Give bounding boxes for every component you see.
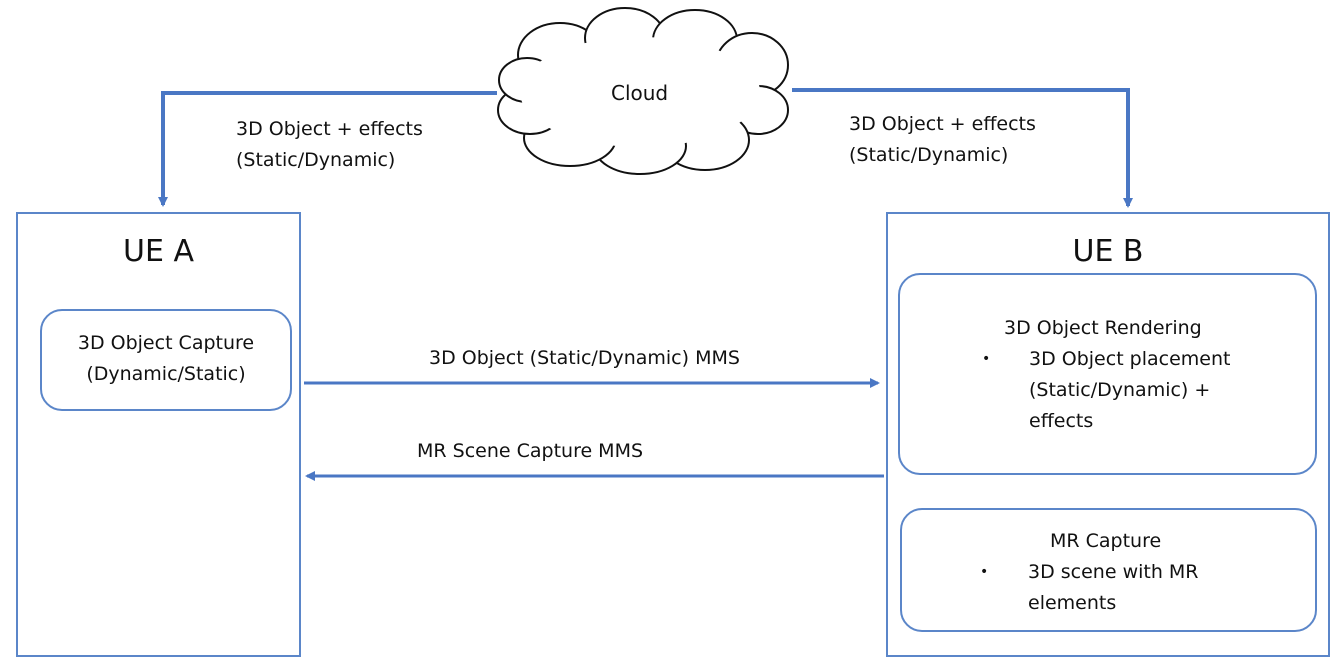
object-placement-line3: effects — [1029, 410, 1094, 432]
cloud-label: Cloud — [611, 81, 669, 105]
object-rendering-title: 3D Object Rendering — [1004, 317, 1202, 339]
ue-a-box: UE A 3D Object Capture (Dynamic/Static) — [16, 212, 301, 657]
cloud-to-ue-a-label-line2: (Static/Dynamic) — [236, 149, 396, 171]
object-placement-bullet: • — [982, 351, 991, 367]
cloud-to-ue-a-label-line1: 3D Object + effects — [236, 118, 423, 140]
mr-scene-line1: 3D scene with MR — [1028, 561, 1199, 583]
cloud-to-ue-a-arrow — [158, 91, 497, 207]
object-capture-box: 3D Object Capture (Dynamic/Static) — [40, 309, 292, 411]
cloud-to-ue-b-label-line2: (Static/Dynamic) — [849, 144, 1009, 166]
cloud-fill — [520, 37, 760, 147]
cloud-to-ue-b-arrow — [792, 88, 1133, 208]
cloud-to-ue-b-label-line1: 3D Object + effects — [849, 113, 1036, 135]
mr-scene-bullet: • — [980, 564, 989, 580]
mr-capture-title: MR Capture — [1050, 530, 1162, 552]
a-to-b-label: 3D Object (Static/Dynamic) MMS — [429, 347, 740, 369]
ue-b-box: UE B 3D Object Rendering • 3D Object pla… — [886, 212, 1330, 657]
object-placement-line1: 3D Object placement — [1029, 348, 1231, 370]
object-capture-line2: (Dynamic/Static) — [86, 363, 246, 385]
mr-scene-line2: elements — [1028, 592, 1117, 614]
object-capture-line1: 3D Object Capture — [77, 332, 255, 354]
object-placement-line2: (Static/Dynamic) + — [1029, 379, 1211, 401]
b-to-a-label: MR Scene Capture MMS — [417, 440, 644, 462]
ue-a-title: UE A — [123, 234, 194, 269]
object-rendering-box: 3D Object Rendering • 3D Object placemen… — [898, 273, 1317, 475]
ue-b-title: UE B — [1072, 234, 1144, 269]
mr-capture-box: MR Capture • 3D scene with MR elements — [900, 508, 1317, 632]
